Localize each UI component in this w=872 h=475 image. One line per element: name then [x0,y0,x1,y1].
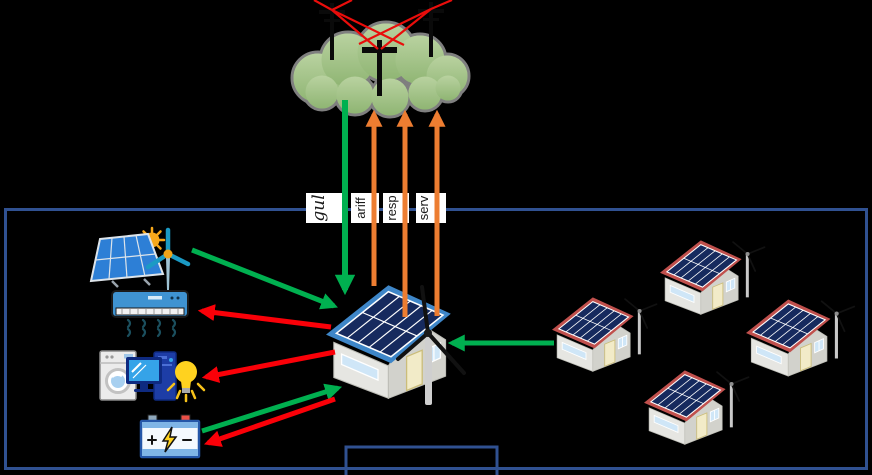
signal-label-box-1 [306,193,348,223]
airflow-icon [126,318,177,338]
renewables-icon [89,226,191,290]
signal-labels: gul ariff resp serv [306,193,446,223]
transmission-pylon-left [319,3,345,60]
solar-panel-icon [89,232,165,288]
light-bulb-icon [166,361,206,403]
signal-label-1: gul [309,194,329,221]
signal-label-3: resp [384,195,399,220]
signal-label-box-4 [416,193,446,223]
renewables-to-home-arrow [191,247,338,310]
signal-label-4: serv [416,195,431,220]
smart-home-wind-turbine [396,285,466,405]
transmission-pylon-center [362,40,397,96]
battery-to-home-arrow [201,383,343,434]
computer-icon [126,351,177,401]
smart-home-house [325,284,466,405]
ac-unit-icon [111,290,189,338]
wind-turbine-icon [145,227,191,290]
home-to-appliances-arrow [201,349,336,383]
signal-label-2: ariff [353,197,368,219]
utility-grid-cloud [290,20,471,119]
battery-icon [139,414,201,459]
neighbor-house-bottom [643,369,750,445]
caption-box [344,445,499,475]
lightning-bolt-icon [161,426,178,453]
home-to-hvac-arrow [197,304,332,330]
transmission-pylon-right [418,2,444,57]
power-lines [313,0,453,50]
neighbor-house-right [745,298,856,377]
home-to-battery-arrow [203,396,336,447]
neighbor-house-top [659,239,766,315]
neighbor-house-left [551,296,658,372]
